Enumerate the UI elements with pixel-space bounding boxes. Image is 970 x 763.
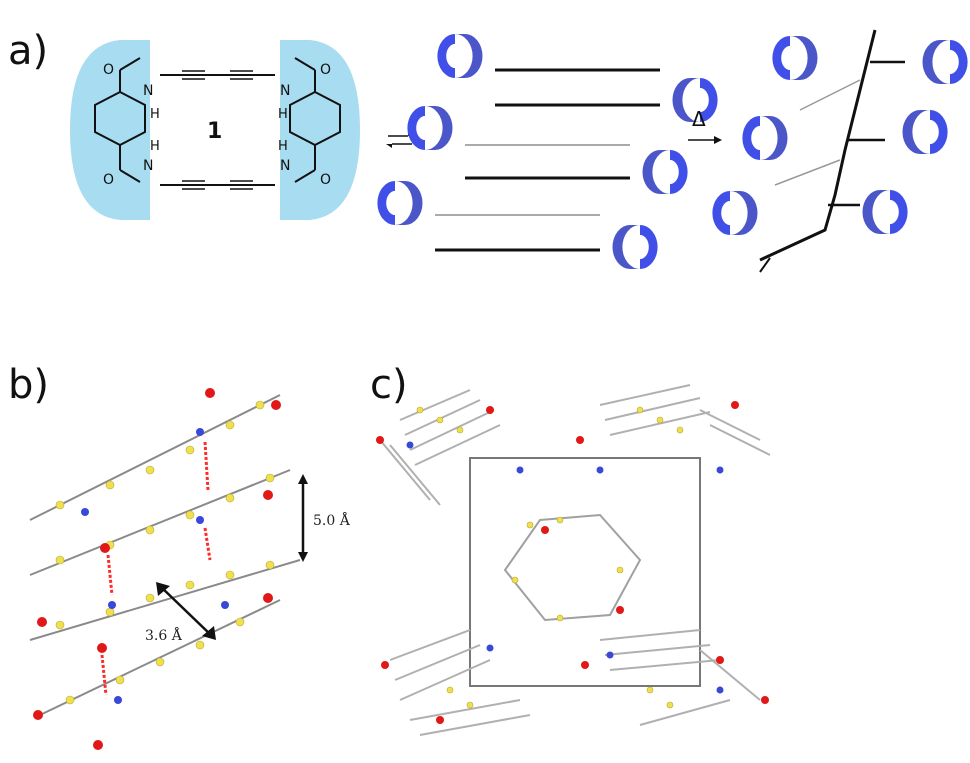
heat-arrow: Δ [688,107,722,144]
interlayer-distance: 5.0 Å [298,474,351,562]
oxygen-atoms [33,388,281,750]
atom-label-o: O [103,62,114,78]
atom-label-h: H [150,107,160,122]
packing-oxygen-atoms [376,401,769,724]
atom-label-o: O [320,172,331,188]
central-macrocycle [503,513,642,622]
atom-label-n: N [143,83,153,99]
panel-label-b: b) [8,362,49,408]
distance-label-5-0: 5.0 Å [313,511,351,529]
atom-label-h: H [278,107,288,122]
packing-carbon-atoms [416,406,684,709]
packing-cluster-top-right [599,384,771,456]
atom-label-n: N [143,158,153,174]
carbon-atoms [55,400,275,705]
panel-label-c: c) [370,362,408,408]
stacked-assembly [377,34,718,269]
atom-label-n: N [280,83,290,99]
atom-label-n: N [280,158,290,174]
packing-nitrogen-atoms [406,441,724,694]
atom-label-h: H [150,139,160,154]
compound-number: 1 [207,119,222,144]
packing-cluster-bottom-right [599,629,761,726]
delta-label: Δ [692,107,706,131]
macrocycle-structure: O N H O N H O N H O N H 1 [70,40,360,220]
panel-label-a: a) [8,28,49,74]
packing-cluster-bottom-left [389,629,531,736]
atom-label-h: H [278,139,288,154]
atom-label-o: O [103,172,114,188]
nitrogen-atoms [81,428,229,704]
stacking-structure [29,388,301,750]
polymer-assembly [712,29,968,273]
crystal-packing [376,384,771,736]
stack-distance: 3.6 Å [145,582,216,644]
atom-label-o: O [320,62,331,78]
unit-cell-box [469,457,701,687]
packing-cluster-top-left [379,389,501,506]
distance-label-3-6: 3.6 Å [145,626,183,644]
